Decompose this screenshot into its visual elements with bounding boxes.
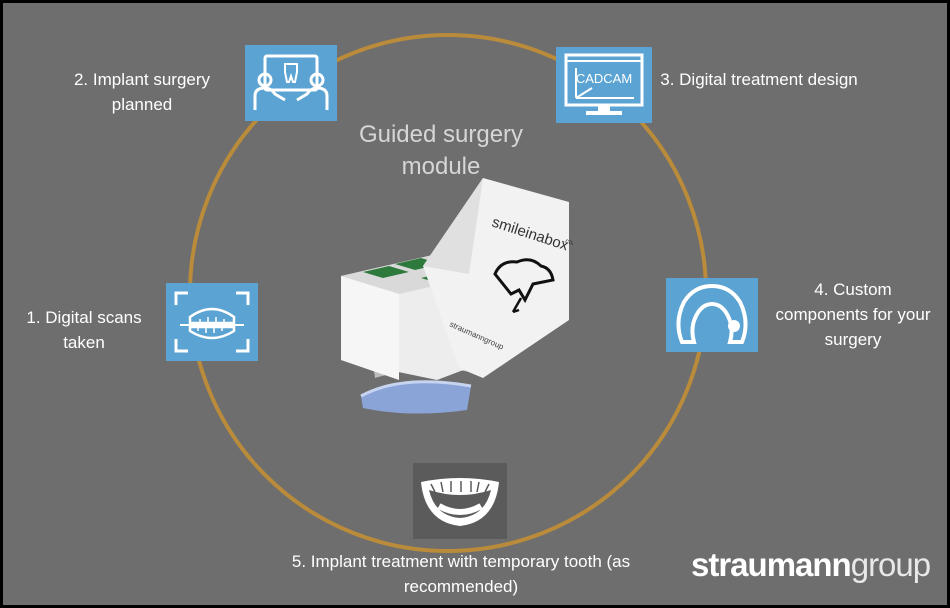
step-5-tile [413, 463, 507, 539]
surgical-guide-icon [676, 283, 748, 344]
consultation-icon [253, 54, 329, 110]
straumann-group-logo: straumanngroup [691, 546, 931, 584]
step-3-tile: CADCAM [556, 47, 652, 123]
step-5-label: 5. Implant treatment with temporary toot… [291, 552, 631, 596]
scan-jaw-icon [174, 291, 250, 353]
module-title: Guided surgery module [358, 121, 524, 180]
step-2-label: 2. Implant surgery planned [73, 70, 211, 114]
diagram-canvas: 2. Implant surgery planned CADCAM 3. Dig… [3, 3, 947, 605]
step-3-label: 3. Digital treatment design [660, 70, 858, 89]
box-brand-suffix-text: .com [562, 237, 573, 248]
step-1-tile [166, 283, 258, 361]
logo-light-text: group [850, 546, 931, 583]
step-2-tile [245, 45, 337, 121]
logo-bold-text: straumann [691, 546, 852, 583]
cadcam-text: CADCAM [576, 71, 632, 86]
step-4-tile [666, 278, 758, 352]
step-4-label: 4. Custom components for your surgery [775, 280, 931, 349]
cadcam-monitor-icon: CADCAM [564, 53, 644, 115]
step-1-label: 1. Digital scans taken [26, 308, 142, 352]
smile-teeth-icon [421, 478, 499, 526]
smileinabox-product-image: smileinabox .com straumanngroup [341, 178, 573, 414]
